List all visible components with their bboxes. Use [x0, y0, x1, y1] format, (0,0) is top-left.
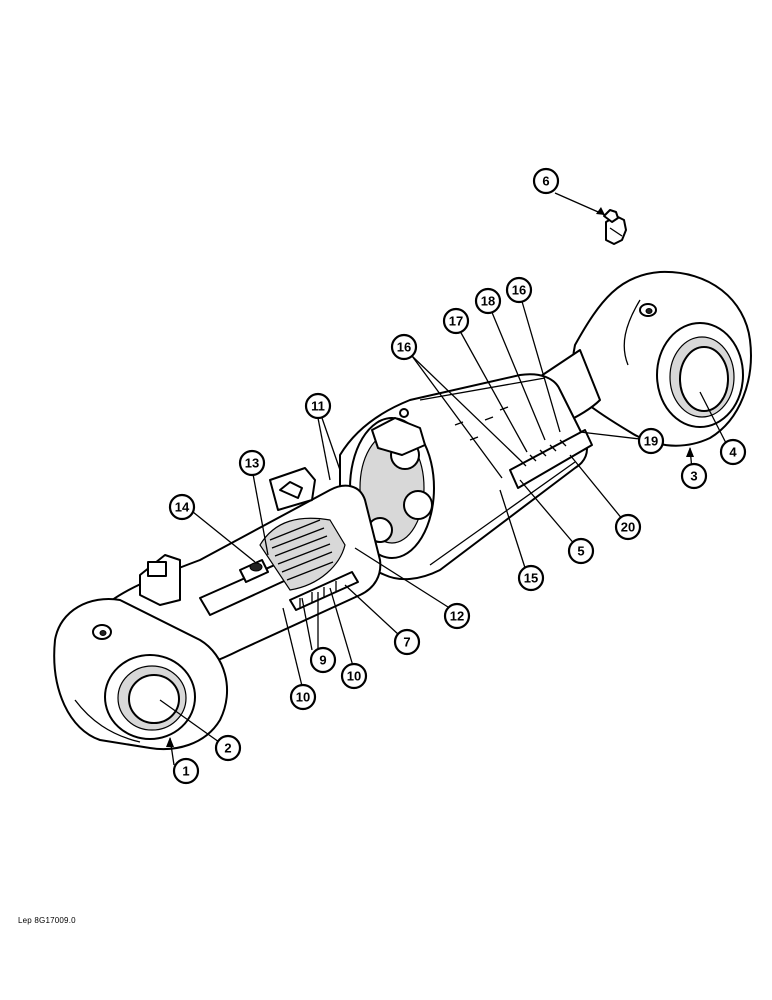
callout-label: 5	[577, 544, 584, 559]
callout-1: 1	[172, 757, 200, 785]
grease-fitting	[603, 209, 627, 245]
callout-label: 14	[175, 500, 190, 515]
callout-label: 7	[403, 635, 410, 650]
callout-label: 9	[319, 653, 326, 668]
callout-label: 16	[512, 283, 526, 298]
callout-12: 12	[443, 602, 471, 630]
callout-label: 3	[690, 469, 697, 484]
callout-5: 5	[567, 537, 595, 565]
callout-3: 3	[680, 462, 708, 490]
callout-10b: 10	[340, 662, 368, 690]
callout-label: 1	[182, 764, 189, 779]
rod-eye	[534, 270, 752, 447]
callout-13: 13	[238, 449, 266, 477]
callout-label: 4	[729, 445, 737, 460]
callout-2: 2	[214, 734, 242, 762]
cylinder-barrel	[339, 373, 593, 581]
callout-label: 19	[644, 434, 658, 449]
callout-label: 17	[449, 314, 463, 329]
callout-label: 16	[397, 340, 411, 355]
callout-label: 12	[450, 609, 464, 624]
callout-label: 15	[524, 571, 538, 586]
callout-15: 15	[517, 564, 545, 592]
arrowhead-6	[596, 207, 605, 215]
callout-label: 11	[311, 399, 325, 414]
callout-6: 6	[532, 167, 560, 195]
reference-code: Lep 8G17009.0	[18, 916, 76, 925]
arrowhead-3	[686, 447, 694, 457]
callout-label: 2	[224, 741, 231, 756]
arrowheads	[166, 207, 694, 747]
callout-18: 18	[474, 287, 502, 315]
callout-label: 6	[542, 174, 549, 189]
callout-label: 10	[347, 669, 361, 684]
leader-lines	[159, 192, 729, 766]
callout-20: 20	[614, 513, 642, 541]
callout-9: 9	[309, 646, 337, 674]
callout-label: 20	[621, 520, 635, 535]
callout-16b: 16	[505, 276, 533, 304]
callout-10a: 10	[289, 683, 317, 711]
barrel-eye	[53, 598, 229, 751]
arrowhead-1	[166, 737, 174, 747]
callout-7: 7	[393, 628, 421, 656]
callout-17: 17	[442, 307, 470, 335]
callout-label: 13	[245, 456, 259, 471]
callout-label: 10	[296, 690, 310, 705]
callout-14: 14	[168, 493, 196, 521]
callout-19: 19	[637, 427, 665, 455]
callout-4: 4	[719, 438, 747, 466]
callout-11: 11	[304, 392, 332, 420]
callout-label: 18	[481, 294, 495, 309]
callout-16a: 16	[390, 333, 418, 361]
